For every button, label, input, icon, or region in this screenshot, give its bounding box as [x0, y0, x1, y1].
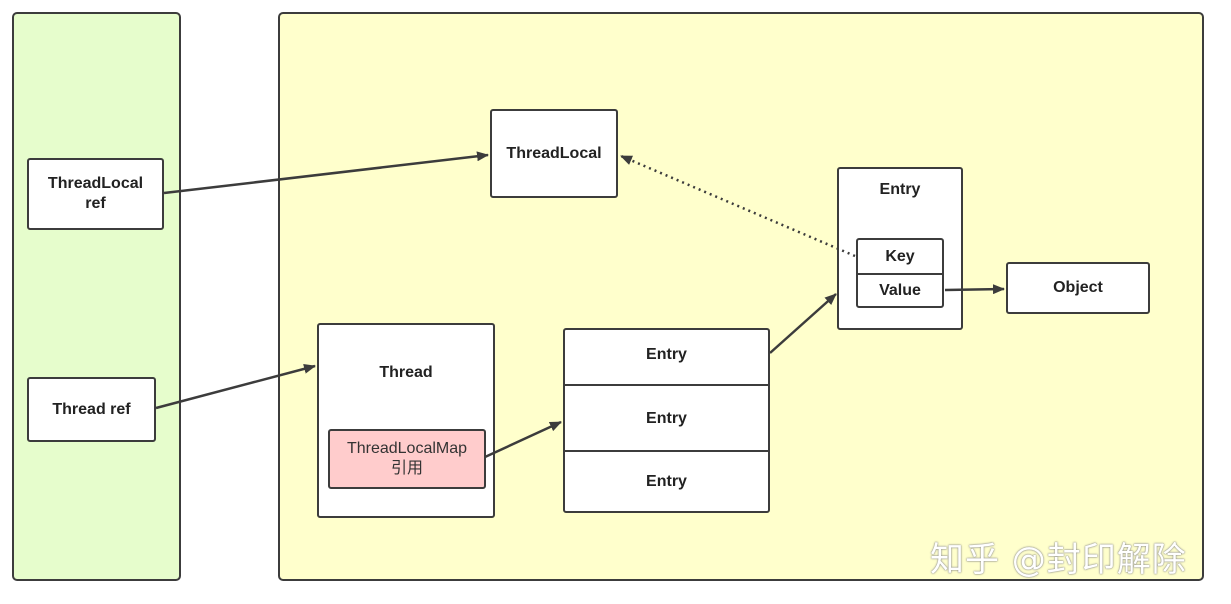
stack-panel — [12, 12, 181, 581]
entry-row: Entry — [565, 388, 768, 452]
entry-table: Entry Entry Entry — [563, 328, 770, 513]
threadlocalmap-ref-label: 引用 — [390, 460, 423, 477]
thread-ref-box: Thread ref — [27, 377, 156, 442]
key-value-box: Key Value — [856, 238, 944, 308]
threadlocal-box: ThreadLocal — [490, 109, 618, 198]
threadlocalmap-label: ThreadLocalMap — [346, 440, 468, 457]
threadlocal-ref-label-line1: ThreadLocal — [47, 175, 144, 192]
threadlocalmap-ref-box: ThreadLocalMap 引用 — [328, 429, 486, 489]
key-cell: Key — [858, 240, 942, 275]
weak-ref-arrow-key-to-threadlocal — [620, 154, 856, 258]
arrow-thread-ref-to-thread — [155, 363, 316, 410]
entry-detail-box: Entry Key Value — [837, 167, 963, 330]
thread-ref-label: Thread ref — [52, 400, 131, 418]
threadlocal-ref-label-line2: ref — [85, 195, 106, 212]
thread-title: Thread — [379, 364, 433, 381]
value-cell: Value — [879, 281, 921, 299]
thread-box: Thread ThreadLocalMap 引用 — [317, 323, 495, 518]
arrow-threadlocal-ref-to-threadlocal — [163, 151, 489, 195]
object-box: Object — [1006, 262, 1150, 314]
entry-row: Entry — [565, 330, 768, 386]
entry-detail-title: Entry — [879, 181, 921, 198]
arrow-value-to-object — [944, 284, 1005, 295]
arrow-map-to-entry-table — [484, 420, 562, 459]
entry-row: Entry — [646, 472, 687, 490]
threadlocal-ref-box: ThreadLocal ref — [27, 158, 164, 230]
watermark: 知乎 @封印解除 — [930, 540, 1187, 580]
object-label: Object — [1053, 279, 1103, 296]
threadlocal-label: ThreadLocal — [506, 144, 602, 162]
arrow-entry-table-to-entry — [769, 293, 837, 354]
